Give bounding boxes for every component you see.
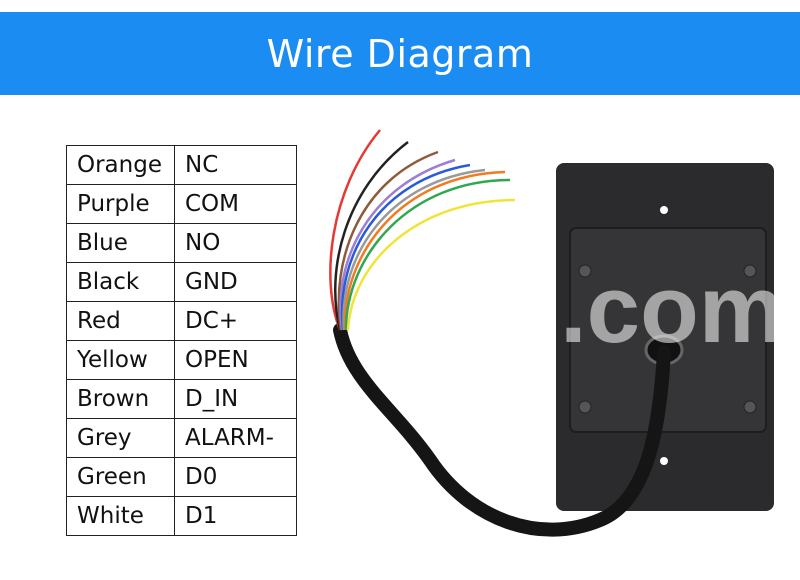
screw-icons: [578, 264, 757, 414]
wire-color: Orange: [66, 145, 175, 185]
wire-function: ALARM-: [174, 418, 297, 458]
wire-function: NO: [174, 223, 297, 263]
title-banner: Wire Diagram: [0, 12, 800, 95]
wire-function: NC: [174, 145, 297, 185]
mount-hole-bottom: [660, 457, 668, 465]
wire-color: Yellow: [66, 340, 175, 380]
wire-color: Red: [66, 301, 175, 341]
wire-color: Purple: [66, 184, 175, 224]
wire-function: D_IN: [174, 379, 297, 419]
mount-hole-top: [660, 206, 668, 214]
page-title: Wire Diagram: [266, 31, 534, 76]
device-housing: [569, 227, 767, 433]
wire-color: Green: [66, 457, 175, 497]
wire-function: GND: [174, 262, 297, 302]
cable: [333, 323, 671, 537]
wire-function: DC+: [174, 301, 297, 341]
wire-function: D1: [174, 496, 297, 536]
wire-color: Blue: [66, 223, 175, 263]
wires: [329, 129, 516, 331]
